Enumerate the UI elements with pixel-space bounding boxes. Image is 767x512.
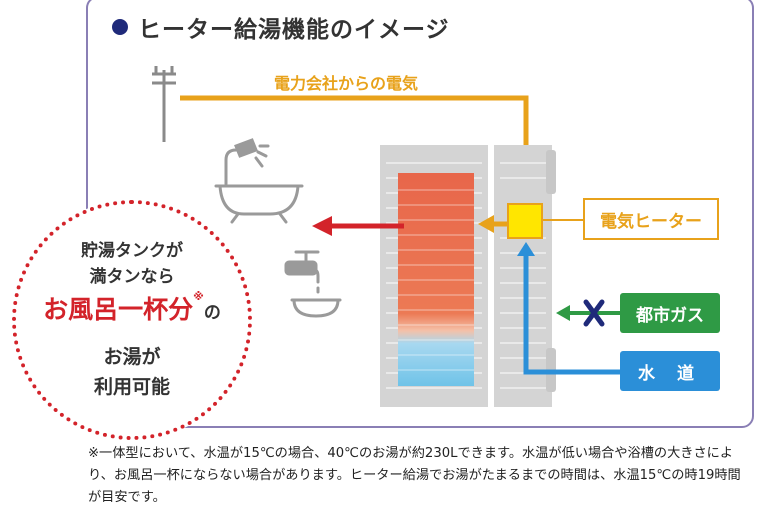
faucet-bowl-icon bbox=[284, 250, 342, 318]
water-label: 水 道 bbox=[620, 351, 720, 391]
water-supply-line bbox=[523, 254, 620, 375]
badge-line-3-suffix: の bbox=[203, 303, 221, 323]
badge-line-2: 満タンなら bbox=[89, 267, 175, 287]
badge-line-3: お風呂一杯分※の bbox=[16, 290, 248, 326]
badge-line-3-main: お風呂一杯分 bbox=[43, 295, 194, 324]
electricity-label: 電力会社からの電気 bbox=[274, 74, 419, 93]
shower-bathtub-icon bbox=[214, 138, 304, 224]
badge-line-5: 利用可能 bbox=[93, 376, 170, 398]
water-supply-arrowhead bbox=[517, 242, 535, 256]
heater-element bbox=[507, 203, 543, 239]
heading-text: ヒーター給湯機能のイメージ bbox=[138, 17, 450, 43]
heat-flow-arrowhead bbox=[478, 215, 494, 233]
power-pole-icon bbox=[152, 66, 176, 142]
tank-capacity-badge: 貯湯タンクが 満タンなら お風呂一杯分※の お湯が 利用可能 bbox=[12, 200, 252, 440]
storage-tank bbox=[398, 173, 474, 386]
footnote: ※一体型において、水温が15℃の場合、40℃のお湯が約230Lできます。水温が低… bbox=[88, 446, 741, 505]
badge-note-mark: ※ bbox=[193, 290, 204, 303]
hot-water-output-arrowhead bbox=[312, 216, 332, 236]
badge-line-1: 貯湯タンクが bbox=[81, 241, 183, 261]
heading: ヒーター給湯機能のイメージ bbox=[112, 10, 450, 44]
gas-arrowhead bbox=[556, 305, 570, 321]
badge-line-4: お湯が bbox=[103, 346, 161, 368]
tank-stripes bbox=[398, 189, 474, 371]
bullet-dot-icon bbox=[112, 19, 128, 35]
heater-label: 電気ヒーター bbox=[583, 198, 719, 240]
gas-label: 都市ガス bbox=[620, 293, 720, 333]
gas-blocked-x-icon bbox=[583, 299, 605, 327]
